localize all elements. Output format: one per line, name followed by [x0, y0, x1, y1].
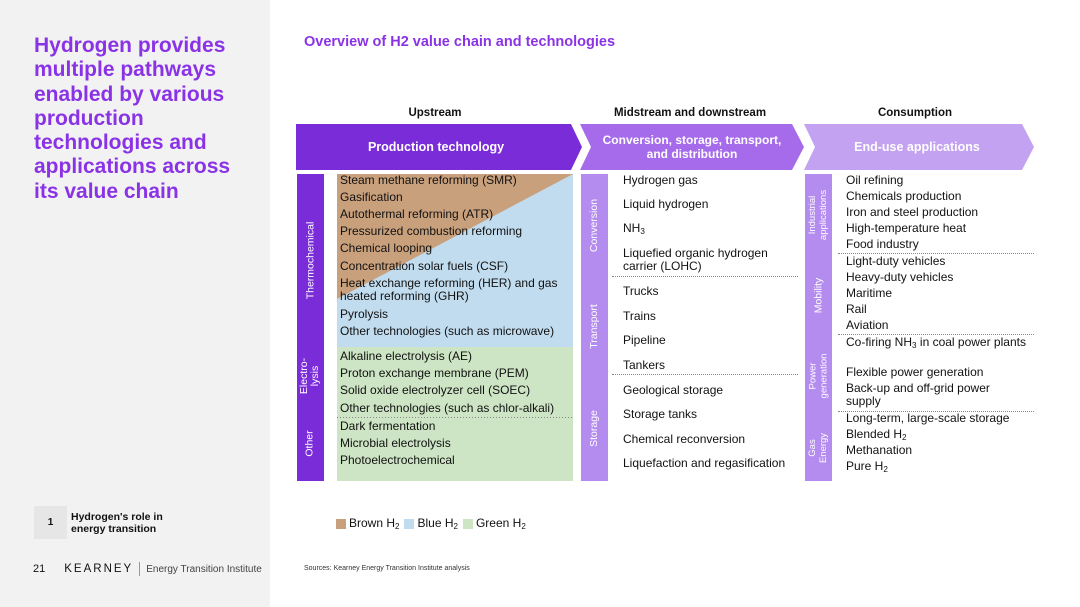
stage-header-consumption: Consumption [877, 107, 953, 119]
legend-blue: Blue H2 [404, 516, 458, 531]
list-item: Liquefied organic hydrogen carrier (LOHC… [623, 246, 768, 273]
list-item: Pure H2 [846, 459, 888, 475]
list-item: Long-term, large-scale storage [846, 411, 1010, 425]
list-item: Back-up and off-grid power supply [846, 381, 990, 408]
list-item: NH3 [623, 221, 645, 237]
list-item: Pyrolysis [340, 307, 389, 321]
list-item: Photoelectrochemical [340, 453, 455, 467]
stage-header-upstream: Upstream [408, 107, 462, 119]
list-item: Trains [623, 309, 656, 323]
list-item: Geological storage [623, 383, 724, 397]
group-transport: Transport [588, 303, 601, 349]
brown-region [337, 174, 573, 299]
institute-name: Energy Transition Institute [146, 563, 262, 575]
list-item: Proton exchange membrane (PEM) [340, 366, 529, 380]
footer-divider [139, 562, 141, 576]
list-item: Maritime [846, 286, 893, 300]
list-item: Rail [846, 302, 867, 316]
list-item: Oil refining [846, 173, 904, 187]
list-item: Pipeline [623, 333, 666, 347]
stage-header-midstream: Midstream and downstream [613, 107, 767, 119]
list-item: Flexible power generation [846, 365, 984, 379]
list-item: Light-duty vehicles [846, 254, 946, 268]
page-headline: Hydrogen provides multiple pathways enab… [34, 34, 231, 203]
list-item: Microbial electrolysis [340, 436, 451, 450]
legend-green: Green H2 [462, 516, 526, 531]
list-item: Iron and steel production [846, 205, 979, 219]
footer: 21 KEARNEY Energy Transition Institute [33, 562, 262, 576]
list-item: Autothermal reforming (ATR) [340, 207, 494, 221]
group-thermochemical: Thermochemical [304, 221, 317, 300]
page-number: 21 [33, 563, 46, 575]
group-divider [838, 411, 1034, 412]
list-item: Heat exchange reforming (HER) and gas he… [340, 276, 558, 303]
midstream-category-bar: Conversion Transport Storage [581, 174, 608, 481]
list-item: Concentration solar fuels (CSF) [340, 259, 509, 273]
list-item: Other technologies (such as microwave) [340, 324, 555, 338]
list-item: Liquid hydrogen [623, 197, 709, 211]
sources-note: Sources: Kearney Energy Transition Insti… [304, 565, 470, 572]
list-item: Alkaline electrolysis (AE) [340, 349, 473, 363]
list-item: Other technologies (such as chlor-alkali… [340, 401, 555, 415]
color-legend: Brown H2 Blue H2 Green H2 [336, 516, 531, 531]
legend-brown: Brown H2 [336, 516, 399, 531]
section-number: 1 [34, 506, 67, 539]
list-item: Tankers [623, 358, 666, 372]
list-item: Storage tanks [623, 407, 698, 421]
list-item: Trucks [623, 284, 659, 298]
list-item: Solid oxide electrolyzer cell (SOEC) [340, 383, 531, 397]
list-item: Chemicals production [846, 189, 962, 203]
chevron-conversion [580, 124, 804, 170]
brand-logo: KEARNEY [64, 563, 134, 575]
group-storage: Storage [588, 410, 600, 447]
chevron-end-use [804, 124, 1034, 170]
group-power-generation: Power generation [807, 353, 830, 398]
list-item: Liquefaction and regasification [623, 456, 786, 470]
list-item: Dark fermentation [340, 419, 436, 433]
group-conversion: Conversion [588, 198, 600, 252]
list-item: Food industry [846, 237, 919, 251]
chevron-end-use-label: End-use applications [854, 140, 980, 154]
group-gas-energy: Gas Energy [807, 432, 830, 464]
list-item: Heavy-duty vehicles [846, 270, 954, 284]
list-item: High-temperature heat [846, 221, 967, 235]
list-item: Gasification [340, 190, 403, 204]
list-item: Methanation [846, 443, 913, 457]
group-divider [838, 253, 1034, 254]
left-panel [0, 0, 270, 607]
list-item: Steam methane reforming (SMR) [340, 173, 517, 187]
group-divider [612, 276, 798, 277]
list-item: Chemical reconversion [623, 432, 746, 446]
production-color-background [337, 174, 573, 481]
list-item: Pressurized combustion reforming [340, 224, 523, 238]
section-label: Hydrogen's role in energy transition [71, 510, 163, 535]
group-other: Other [303, 429, 316, 457]
list-item: Blended H2 [846, 427, 907, 443]
list-item: Co-firing NH3 in coal power plants [846, 335, 1026, 351]
list-item: Chemical looping [340, 241, 433, 255]
group-industrial: Industrial applications [807, 189, 830, 240]
chevron-conversion-label: Conversion, storage, transport, and dist… [602, 133, 782, 161]
group-divider [612, 374, 798, 375]
list-item: Aviation [846, 318, 889, 332]
production-category-bar: Thermochemical Electro-lysis Other [297, 174, 324, 481]
green-region [337, 347, 573, 481]
group-divider [838, 334, 1034, 335]
consumption-category-bar: Industrial applications Mobility Power g… [805, 174, 832, 481]
group-electrolysis: Electro-lysis [298, 357, 322, 394]
list-item: Hydrogen gas [623, 173, 698, 187]
diagram-title: Overview of H2 value chain and technolog… [304, 34, 616, 50]
value-chain-chevrons [296, 124, 1034, 170]
chevron-production-label: Production technology [367, 140, 505, 154]
chevron-production [296, 124, 582, 170]
section-tag[interactable]: 1 Hydrogen's role in energy transition [34, 506, 259, 539]
group-mobility: Mobility [812, 277, 824, 314]
